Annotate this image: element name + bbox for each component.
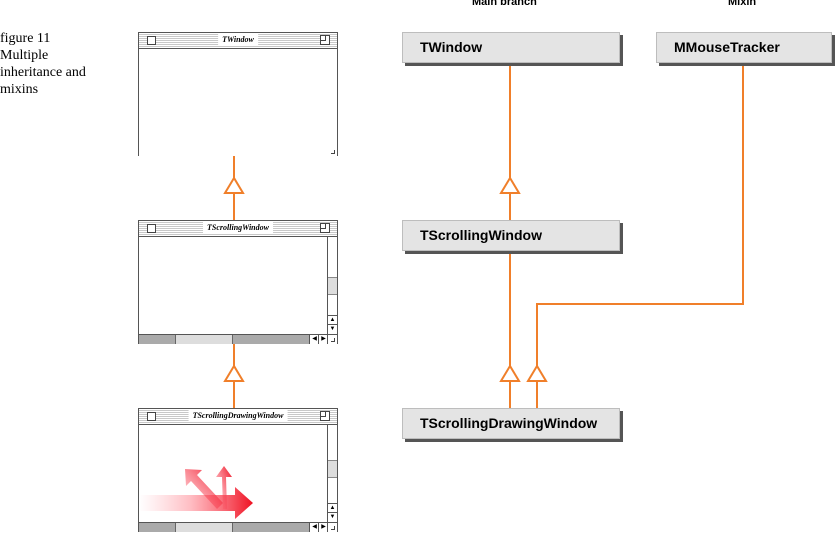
figure-caption: figure 11 Multiple inheritance and mixin… bbox=[0, 30, 110, 98]
mixin-connector bbox=[536, 64, 744, 366]
class-box-mmousetracker: MMouseTracker bbox=[656, 32, 832, 63]
caption-line: inheritance and bbox=[0, 65, 86, 80]
twindow-window: TWindow bbox=[138, 32, 338, 156]
window-content: ▲ ▼ ◀ ▶ bbox=[139, 425, 337, 532]
window-title: TWindow bbox=[218, 34, 258, 46]
window-title: TScrollingDrawingWindow bbox=[188, 410, 288, 422]
caption-line: Multiple bbox=[0, 48, 49, 63]
mixin-label: Mixin bbox=[728, 0, 757, 8]
window-content bbox=[139, 49, 337, 156]
tscrollingdrawingwindow-window: TScrollingDrawingWindow ▲ ▼ bbox=[138, 408, 338, 532]
scroll-thumb[interactable] bbox=[175, 335, 233, 344]
scroll-thumb[interactable] bbox=[175, 523, 233, 532]
zoom-box-icon[interactable] bbox=[320, 35, 330, 45]
inheritance-triangle bbox=[526, 364, 548, 382]
close-box-icon[interactable] bbox=[147, 36, 156, 45]
title-bar[interactable]: TScrollingWindow bbox=[139, 221, 337, 237]
drawing-arrows-icon bbox=[139, 466, 253, 519]
class-box-twindow: TWindow bbox=[402, 32, 620, 63]
inheritance-triangle bbox=[499, 176, 521, 194]
caption-line: figure 11 bbox=[0, 31, 51, 46]
close-box-icon[interactable] bbox=[147, 412, 156, 421]
zoom-box-icon[interactable] bbox=[320, 411, 330, 421]
grow-box-icon[interactable] bbox=[327, 334, 337, 344]
scroll-arrow-icon[interactable]: ▼ bbox=[328, 512, 337, 522]
scroll-arrow-icon[interactable]: ▶ bbox=[318, 335, 328, 344]
inheritance-triangle bbox=[223, 364, 245, 382]
vertical-scrollbar[interactable]: ▲ ▼ bbox=[327, 237, 337, 334]
window-content: ▲ ▼ ◀ ▶ bbox=[139, 237, 337, 344]
grow-box-icon[interactable] bbox=[327, 522, 337, 532]
title-bar[interactable]: TWindow bbox=[139, 33, 337, 49]
caption-line: mixins bbox=[0, 82, 39, 97]
class-box-tscrollingdrawingwindow: TScrollingDrawingWindow bbox=[402, 408, 620, 439]
close-box-icon[interactable] bbox=[147, 224, 156, 233]
tscrollingwindow-window: TScrollingWindow ▲ ▼ ◀ ▶ bbox=[138, 220, 338, 344]
grow-box-icon[interactable] bbox=[328, 147, 337, 156]
scroll-thumb[interactable] bbox=[328, 277, 337, 295]
inheritance-triangle bbox=[499, 364, 521, 382]
scroll-arrow-icon[interactable]: ▶ bbox=[318, 523, 328, 532]
class-box-tscrollingwindow: TScrollingWindow bbox=[402, 220, 620, 251]
horizontal-scrollbar[interactable]: ◀ ▶ bbox=[139, 522, 337, 532]
inheritance-triangle bbox=[223, 176, 245, 194]
horizontal-scrollbar[interactable]: ◀ ▶ bbox=[139, 334, 337, 344]
scroll-thumb[interactable] bbox=[328, 460, 337, 478]
window-title: TScrollingWindow bbox=[203, 222, 273, 234]
scroll-arrow-icon[interactable]: ▲ bbox=[328, 315, 337, 325]
title-bar[interactable]: TScrollingDrawingWindow bbox=[139, 409, 337, 425]
scroll-arrow-icon[interactable]: ◀ bbox=[309, 523, 319, 532]
scroll-arrow-icon[interactable]: ◀ bbox=[309, 335, 319, 344]
scroll-arrow-icon[interactable]: ▼ bbox=[328, 324, 337, 334]
vertical-scrollbar[interactable]: ▲ ▼ bbox=[327, 425, 337, 522]
main-branch-label: Main branch bbox=[472, 0, 537, 8]
scroll-arrow-icon[interactable]: ▲ bbox=[328, 503, 337, 513]
zoom-box-icon[interactable] bbox=[320, 223, 330, 233]
